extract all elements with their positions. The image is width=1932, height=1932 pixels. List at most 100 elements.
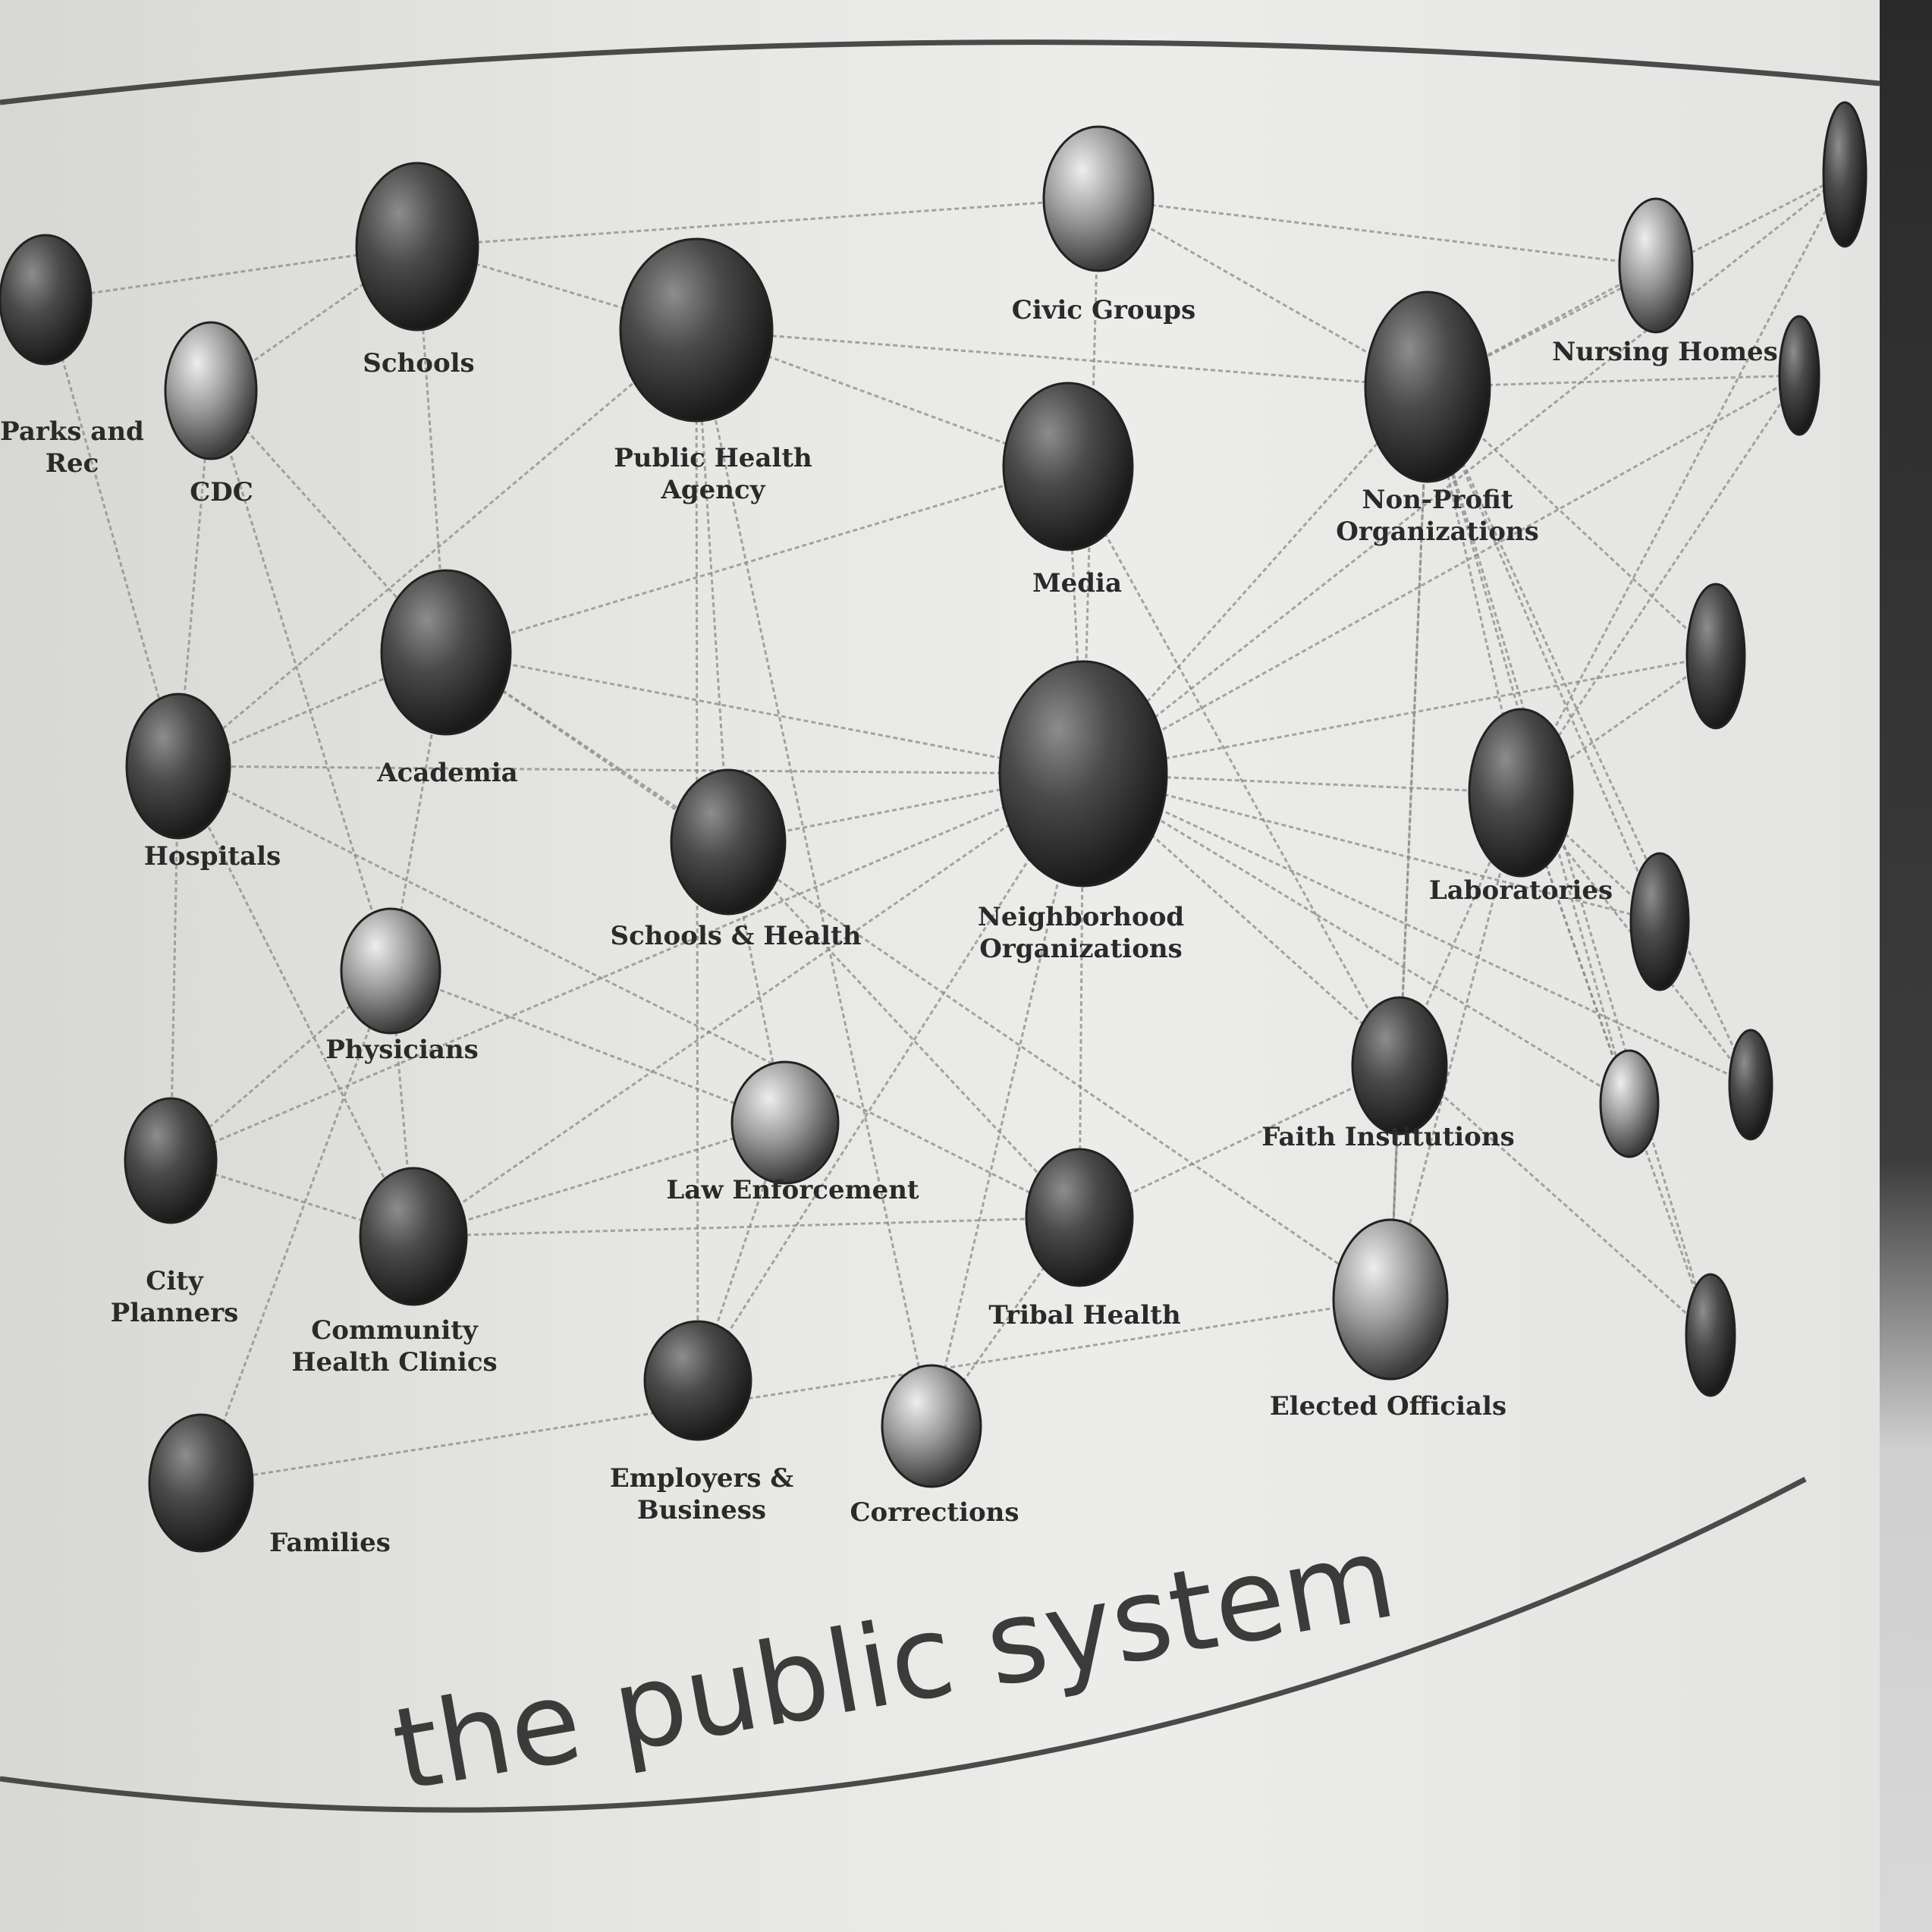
- cropped-node-sphere: [1822, 101, 1868, 248]
- link-families-elected-officials: [200, 1298, 1391, 1484]
- node-sphere: [355, 162, 479, 331]
- link-laboratories-frag-1: [1519, 174, 1846, 793]
- link-laboratories-frag-7: [1519, 792, 1712, 1336]
- node-label: Nursing Homes: [1552, 337, 1778, 367]
- link-parks-hospitals: [44, 299, 180, 767]
- node-label: Community: [311, 1315, 479, 1346]
- node-label: Schools & Health: [611, 921, 862, 951]
- node-sphere: [1042, 125, 1154, 272]
- link-schools-health-tribal-health: [727, 840, 1081, 1219]
- node-sphere: [340, 907, 441, 1035]
- node-sphere: [1364, 291, 1491, 483]
- link-academia-elected-officials: [445, 651, 1391, 1301]
- link-tribal-health-faith-institutions: [1079, 1064, 1400, 1219]
- node-sphere: [619, 237, 774, 423]
- node-sphere: [1025, 1148, 1134, 1287]
- link-nonprofit-frag-1: [1427, 173, 1846, 388]
- node-label: Planners: [111, 1298, 239, 1328]
- link-city-planners-neighborhood-orgs: [170, 772, 1084, 1162]
- top-frame-curve: [0, 39, 1880, 105]
- node-sphere: [1468, 708, 1574, 878]
- node-label: Employers &: [610, 1463, 794, 1494]
- link-hospitals-community-health-clinics: [177, 765, 415, 1237]
- link-civic-groups-nonprofit: [1098, 197, 1428, 388]
- node-label: Laboratories: [1429, 875, 1613, 906]
- node-sphere: [148, 1413, 254, 1553]
- node-label: Organizations: [1336, 517, 1538, 547]
- node-label: Non-Profit: [1362, 485, 1513, 515]
- node-label: Parks and: [0, 416, 144, 447]
- node-laboratories: Laboratories: [1429, 708, 1613, 906]
- link-cdc-academia: [209, 389, 448, 654]
- node-hospitals: Hospitals: [125, 693, 281, 872]
- node-label: CDC: [190, 477, 253, 507]
- link-nonprofit-elected-officials: [1389, 386, 1429, 1300]
- node-faith-institutions: Faith Institutions: [1261, 996, 1515, 1152]
- connection-lines: [44, 173, 1846, 1484]
- cropped-node-sphere: [1629, 852, 1690, 991]
- link-hospitals-neighborhood-orgs: [177, 765, 1084, 775]
- node-nursing-homes: Nursing Homes: [1552, 197, 1778, 367]
- node-sphere: [670, 768, 787, 916]
- link-media-neighborhood-orgs: [1067, 466, 1085, 774]
- node-label: Families: [269, 1528, 391, 1558]
- node-sphere: [1002, 382, 1134, 551]
- link-media-faith-institutions: [1067, 466, 1401, 1067]
- link-schools-civic-groups: [416, 197, 1099, 248]
- link-nonprofit-frag-4: [1426, 386, 1661, 922]
- node-academia: Academia: [376, 569, 518, 788]
- link-neighborhood-orgs-laboratories: [1082, 772, 1522, 794]
- node-physicians: Physicians: [325, 907, 479, 1065]
- link-nonprofit-neighborhood-orgs: [1082, 386, 1429, 774]
- link-neighborhood-orgs-frag-4: [1082, 772, 1660, 923]
- cropped-node-sphere: [1778, 315, 1820, 436]
- cropped-node-sphere: [1599, 1049, 1660, 1158]
- node-label: Public Health: [614, 443, 812, 473]
- node-corrections: Corrections: [850, 1364, 1019, 1528]
- link-physicians-law-enforcement: [390, 969, 786, 1124]
- node-employers-business: Employers &Business: [610, 1320, 794, 1525]
- node-sphere: [998, 660, 1168, 887]
- node-label: Health Clinics: [291, 1347, 497, 1378]
- node-label: Physicians: [325, 1035, 479, 1065]
- link-neighborhood-orgs-corrections: [930, 773, 1085, 1427]
- link-neighborhood-orgs-frag-2: [1082, 374, 1800, 775]
- link-neighborhood-orgs-frag-3: [1082, 655, 1717, 775]
- link-laboratories-elected-officials: [1389, 792, 1522, 1300]
- link-academia-neighborhood-orgs: [445, 651, 1084, 775]
- link-hospitals-city-planners: [169, 765, 180, 1161]
- node-sphere: [1618, 197, 1694, 334]
- link-nonprofit-frag-7: [1426, 386, 1712, 1336]
- book-edge: [1880, 0, 1932, 1932]
- link-media-academia: [445, 465, 1069, 654]
- node-sphere: [1351, 996, 1448, 1136]
- node-label: Civic Groups: [1012, 295, 1195, 325]
- cropped-node-sphere: [1685, 583, 1746, 730]
- node-label: Law Enforcement: [666, 1175, 919, 1205]
- node-label: Elected Officials: [1270, 1391, 1506, 1422]
- node-schools: Schools: [355, 162, 479, 379]
- node-label: Corrections: [850, 1497, 1019, 1528]
- node-sphere: [881, 1364, 982, 1488]
- link-cdc-physicians: [209, 390, 392, 972]
- link-neighborhood-orgs-employers-business: [696, 773, 1085, 1381]
- node-law-enforcement: Law Enforcement: [666, 1060, 919, 1205]
- link-public-health-agency-nonprofit: [696, 328, 1428, 388]
- node-sphere: [124, 1097, 218, 1224]
- node-schools-health: Schools & Health: [611, 768, 862, 951]
- node-label: Schools: [363, 348, 474, 379]
- link-public-health-agency-hospitals: [177, 328, 697, 768]
- node-label: Neighborhood: [978, 902, 1184, 932]
- link-laboratories-frag-2: [1519, 375, 1801, 793]
- node-sphere: [730, 1060, 840, 1185]
- node-sphere: [1332, 1218, 1449, 1381]
- node-label: Rec: [46, 448, 99, 479]
- cropped-node-sphere: [1728, 1029, 1773, 1141]
- link-civic-groups-nursing-homes: [1098, 197, 1657, 267]
- node-sphere: [0, 234, 93, 366]
